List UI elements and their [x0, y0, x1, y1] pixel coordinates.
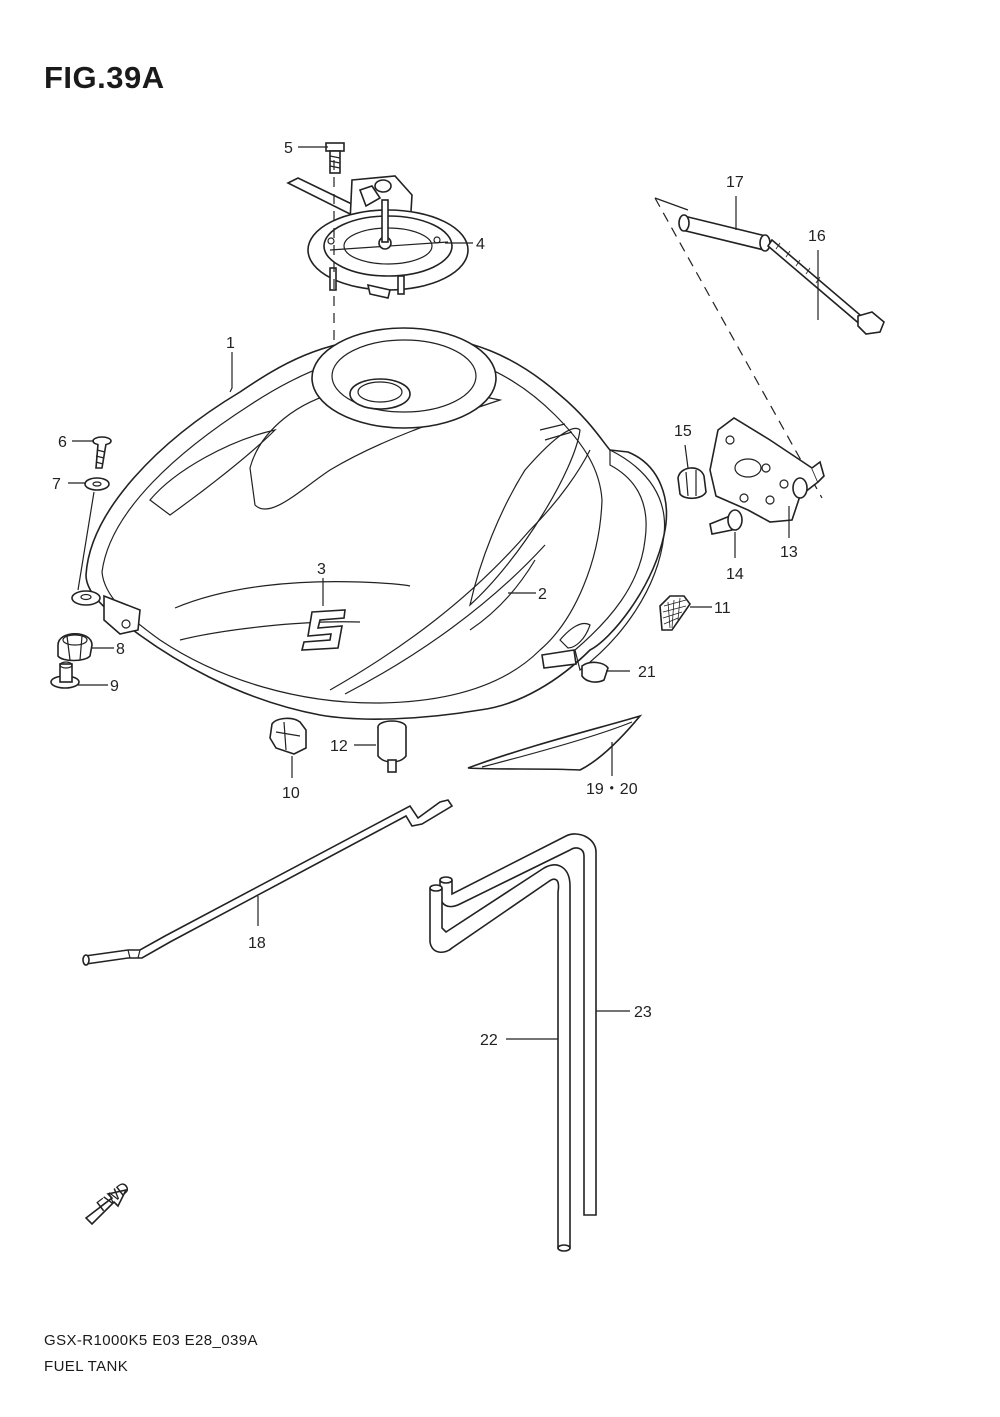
callout-9: 9	[110, 678, 119, 695]
callout-2: 2	[538, 586, 547, 603]
spacer-17	[678, 214, 771, 252]
fuel-tank-part	[85, 327, 668, 720]
bolt-14	[709, 509, 743, 535]
callout-19-20: 19・20	[586, 781, 638, 798]
callout-7: 7	[52, 476, 61, 493]
callout-10: 10	[282, 785, 300, 802]
callout-17: 17	[726, 174, 744, 191]
callout-13: 13	[780, 544, 798, 561]
pad-11	[659, 595, 691, 631]
hose-22	[429, 864, 571, 1252]
cushion-21	[581, 661, 609, 683]
callout-15: 15	[674, 423, 692, 440]
callout-5: 5	[284, 140, 293, 157]
screw-6	[92, 436, 112, 469]
hose-23	[439, 833, 597, 1216]
figure-title: FIG.39A	[44, 60, 165, 95]
grommet-tank	[71, 590, 101, 606]
s-emblem	[300, 609, 346, 651]
fwd-arrow-icon: FWD	[84, 1179, 133, 1226]
callout-8: 8	[116, 641, 125, 658]
fuel-cap-assembly	[286, 142, 469, 299]
washer-7	[84, 477, 110, 491]
callout-21: 21	[638, 664, 656, 681]
figure-code: GSX-R1000K5 E03 E28_039A	[44, 1332, 258, 1349]
fwd-label: FWD	[94, 1179, 133, 1215]
cushion-12	[377, 720, 407, 773]
callout-22: 22	[480, 1032, 498, 1049]
callout-3: 3	[317, 561, 326, 578]
cushion-15	[677, 467, 707, 500]
rod-18	[82, 799, 454, 966]
pad-19-20	[467, 714, 643, 771]
callout-11: 11	[714, 600, 731, 617]
callout-4: 4	[476, 236, 485, 253]
callout-1: 1	[226, 335, 235, 352]
figure-name: FUEL TANK	[44, 1358, 129, 1375]
collar-9	[50, 661, 80, 689]
callout-6: 6	[58, 434, 67, 451]
callout-12: 12	[330, 738, 348, 755]
callout-18: 18	[248, 935, 266, 952]
bracket-13	[709, 417, 825, 523]
cap-bolt-part	[325, 142, 345, 174]
leader-lines	[68, 146, 819, 1040]
cushion-8	[57, 632, 93, 662]
callout-16: 16	[808, 228, 826, 245]
callout-23: 23	[634, 1004, 652, 1021]
cushion-10	[269, 717, 307, 755]
callout-14: 14	[726, 566, 744, 583]
callout-labels: 1 2 3 4 5 6 7 8 9 10 11 12 13 14 15 16 1…	[52, 140, 826, 1049]
bolt-16	[766, 238, 885, 335]
